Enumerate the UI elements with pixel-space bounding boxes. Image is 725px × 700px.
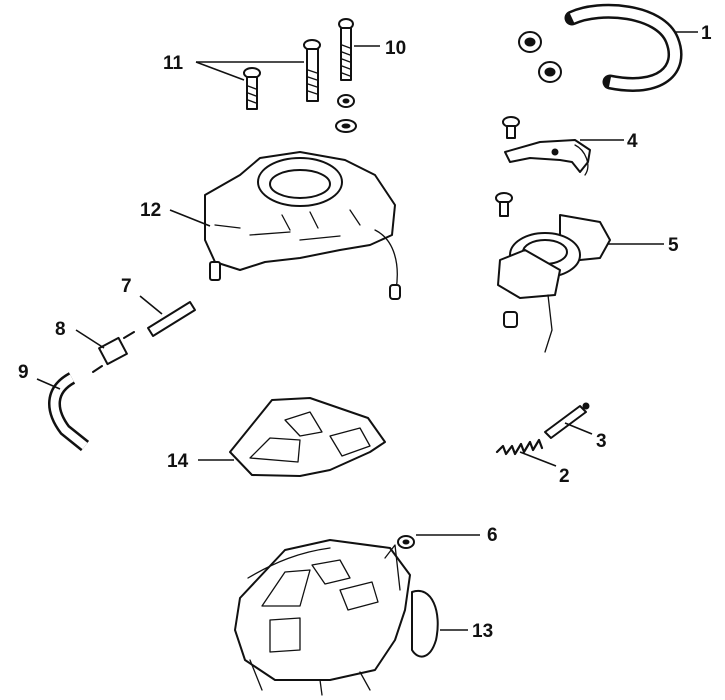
callout-12: 12	[140, 200, 161, 221]
callout-9: 9	[18, 362, 29, 383]
clip-icon	[397, 535, 415, 549]
callout-11: 11	[163, 53, 184, 74]
hose-icon	[518, 3, 683, 92]
fuel-pump-icon	[495, 192, 611, 353]
leader-line-12	[169, 209, 211, 227]
leader-line-3	[564, 422, 593, 435]
spring-icon	[495, 438, 544, 456]
pin-icon	[544, 402, 590, 439]
callout-1: 1	[701, 23, 712, 44]
leader-line-2	[519, 451, 557, 467]
callout-3: 3	[596, 431, 607, 452]
callout-2: 2	[559, 466, 570, 487]
callout-14: 14	[167, 451, 189, 472]
callout-13: 13	[472, 621, 493, 642]
callout-6: 6	[487, 525, 498, 546]
bracket-icon	[502, 116, 591, 176]
callout-7: 7	[121, 276, 132, 297]
bolt-icon	[243, 18, 357, 133]
callout-10: 10	[385, 38, 406, 59]
callout-4: 4	[627, 131, 638, 152]
leader-line-7	[139, 295, 163, 315]
leader-line-8	[75, 329, 105, 349]
carburetor-icon	[204, 151, 401, 300]
throttle-body-icon	[234, 539, 439, 696]
callout-5: 5	[668, 235, 679, 256]
fuel-line-icon	[48, 301, 196, 452]
leader-line-11a	[195, 61, 245, 81]
leader-line-9	[36, 378, 61, 390]
callout-8: 8	[55, 319, 66, 340]
gasket-icon	[229, 397, 386, 477]
